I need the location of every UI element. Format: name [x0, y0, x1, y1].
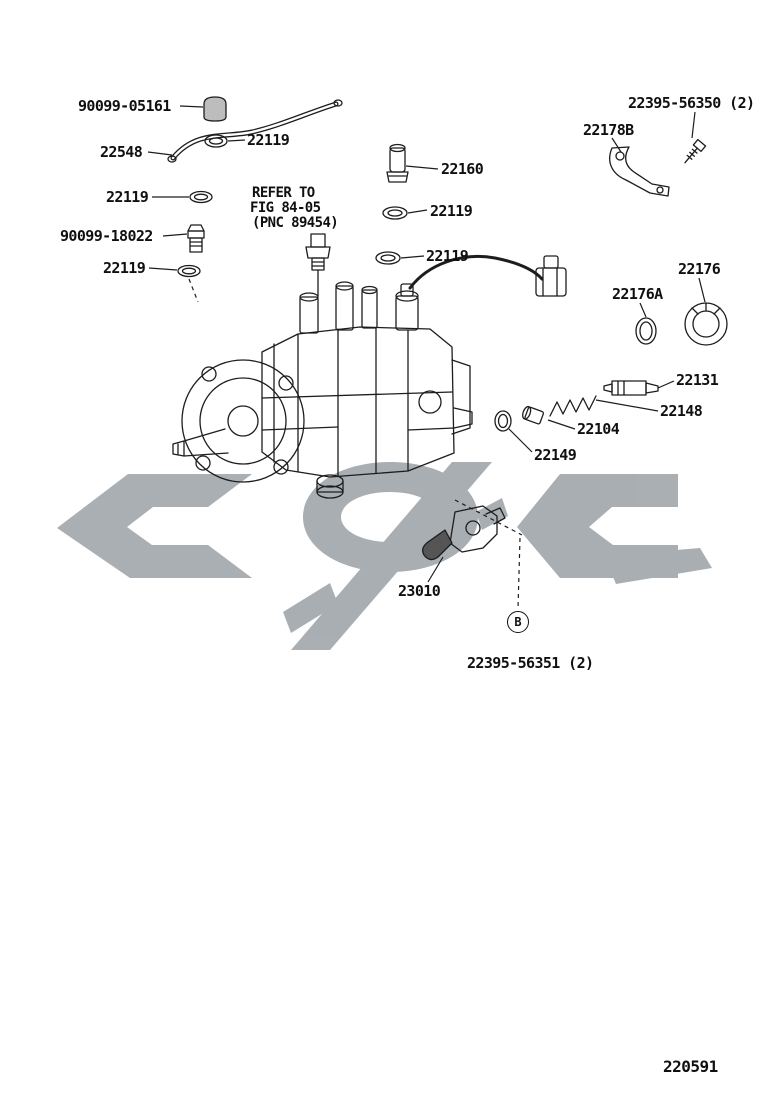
part-label-22119-d: 22119 — [430, 202, 473, 220]
cap-part — [203, 96, 227, 122]
loose-parts — [167, 96, 728, 561]
watermark-logo — [57, 462, 712, 650]
part-label-22131: 22131 — [676, 371, 719, 389]
part-label-22160: 22160 — [441, 160, 484, 178]
part-label-22395-56351: 22395-56351 (2) — [467, 654, 594, 672]
part-label-22178B: 22178B — [583, 121, 634, 139]
part-label-22176: 22176 — [678, 260, 721, 278]
part-label-22104: 22104 — [577, 420, 620, 438]
injection-pump-drawing — [172, 255, 567, 499]
part-label-22119-c: 22119 — [103, 259, 146, 277]
dashed-assembly-lines — [188, 278, 523, 609]
part-label-22119-b: 22119 — [106, 188, 149, 206]
callout-b: B — [507, 611, 529, 633]
part-label-22149: 22149 — [534, 446, 577, 464]
part-label-22548: 22548 — [100, 143, 143, 161]
refer-note-line3: (PNC 89454) — [252, 215, 339, 231]
part-label-22119-e: 22119 — [426, 247, 469, 265]
refer-note-line2: FIG 84-05 — [250, 200, 321, 216]
part-label-22395-56350: 22395-56350 (2) — [628, 94, 755, 112]
part-label-90099-18022: 90099-18022 — [60, 227, 153, 245]
part-label-22148: 22148 — [660, 402, 703, 420]
part-label-90099-05161: 90099-05161 — [78, 97, 171, 115]
figure-number: 220591 — [663, 1057, 718, 1076]
part-label-22176A: 22176A — [612, 285, 663, 303]
part-label-22119-a: 22119 — [247, 131, 290, 149]
refer-note-line1: REFER TO — [252, 185, 315, 201]
leader-lines — [147, 105, 706, 583]
part-label-23010: 23010 — [398, 582, 441, 600]
callout-b-letter: B — [514, 615, 522, 629]
